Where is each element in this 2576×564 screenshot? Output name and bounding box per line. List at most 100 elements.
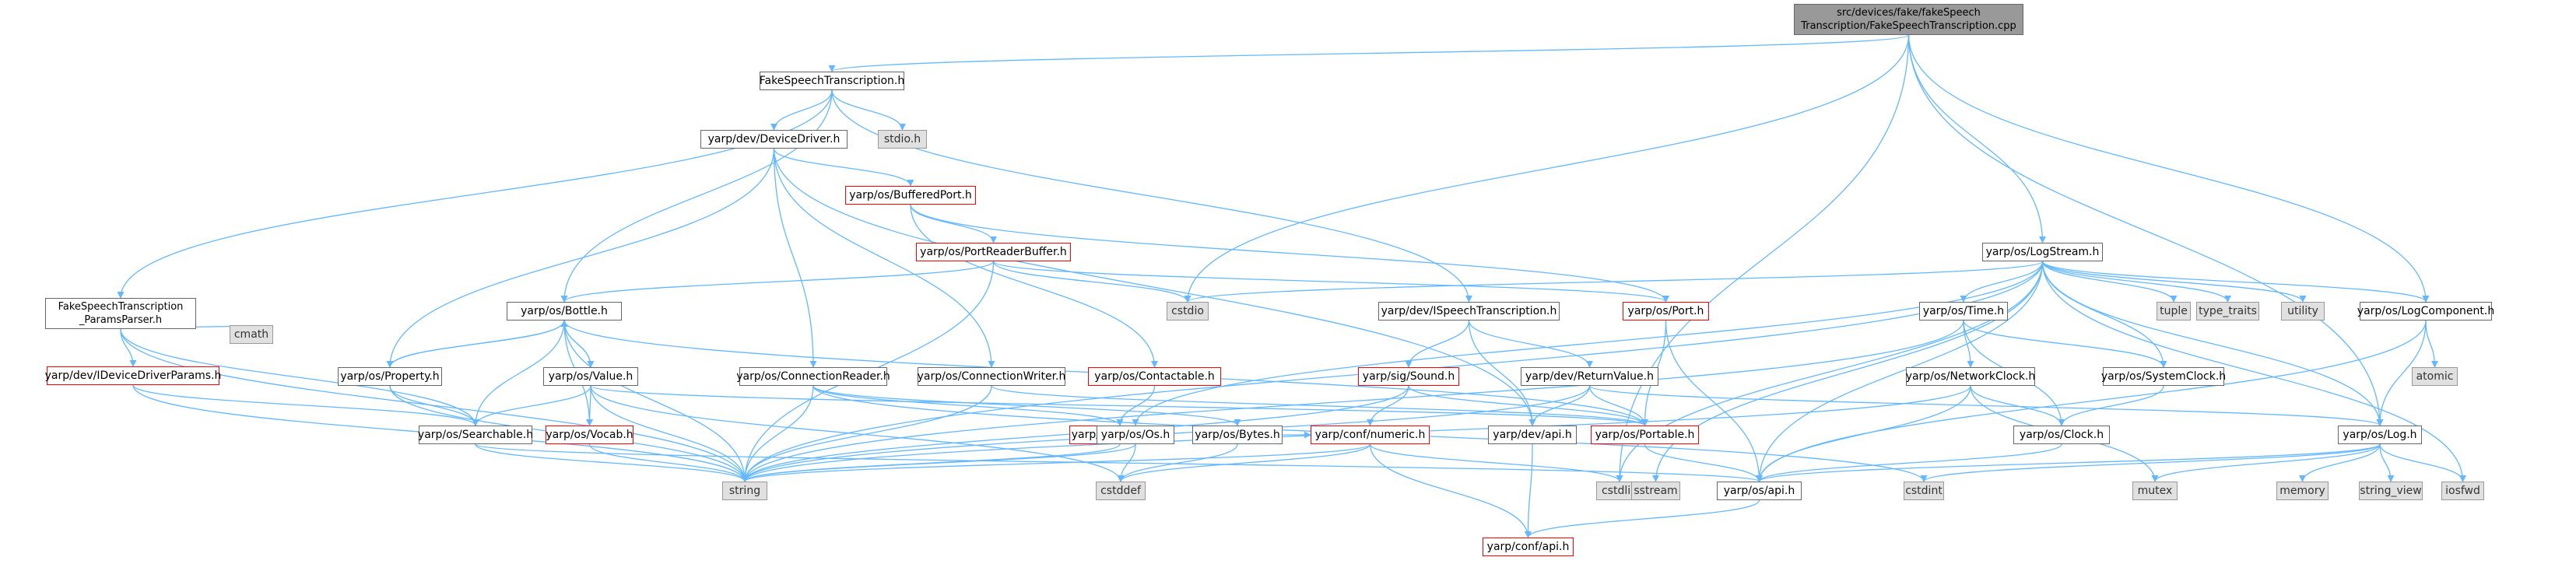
node-bufferedport[interactable]: yarp/os/BufferedPort.h (845, 186, 976, 205)
node-logstream[interactable]: yarp/os/LogStream.h (1982, 243, 2103, 261)
node-mutex[interactable]: mutex (2132, 482, 2178, 500)
edge-root-to-logcomponent (1907, 34, 2430, 303)
node-value[interactable]: yarp/os/Value.h (543, 367, 638, 386)
edge-fst_h-to-fst_parser (117, 89, 833, 299)
edge-log-to-mutex (2151, 443, 2381, 482)
node-log[interactable]: yarp/os/Log.h (2338, 426, 2422, 444)
edge-portreaderbuffer-to-bottle (560, 261, 995, 303)
node-string-view[interactable]: string_view (2359, 482, 2423, 500)
edge-logstream-to-type_traits (2041, 261, 2231, 303)
node-returnvalue[interactable]: yarp/dev/ReturnValue.h (1521, 367, 1658, 386)
node-tuple[interactable]: tuple (2157, 302, 2191, 321)
edge-devicedriver-to-bufferedport (773, 148, 914, 187)
node-portreaderbuffer[interactable]: yarp/os/PortReaderBuffer.h (916, 243, 1071, 261)
edge-portreaderbuffer-to-port (992, 261, 1669, 303)
edge-fst_h-to-stdio_h (831, 89, 907, 131)
node-cstddef[interactable]: cstddef (1096, 482, 1146, 500)
edge-fst_h-to-devicedriver (770, 89, 833, 131)
edge-time_h-to-string (741, 320, 1964, 482)
edge-bufferedport-to-portreaderbuffer (910, 204, 998, 243)
edge-clock-to-osapi (1756, 443, 2062, 482)
node-clock[interactable]: yarp/os/Clock.h (2013, 426, 2110, 444)
node-logcomponent[interactable]: yarp/os/LogComponent.h (2357, 302, 2494, 321)
edge-devicedriver-to-connwriter (773, 148, 995, 368)
edge-networkclock-to-clock (1970, 385, 2065, 426)
node-devicedriver[interactable]: yarp/dev/DeviceDriver.h (700, 130, 848, 149)
node-memory[interactable]: memory (2276, 482, 2329, 500)
node-type-traits[interactable]: type_traits (2196, 302, 2259, 321)
edge-ispeech-to-returnvalue (1468, 320, 1594, 368)
node-sstream[interactable]: sstream (1631, 482, 1680, 500)
node-cstdio[interactable]: cstdio (1167, 302, 1209, 321)
edge-os_h-to-string (741, 443, 1136, 482)
edge-bytes-to-cstddef (1117, 443, 1238, 482)
node-os-h[interactable]: yarp/os/Os.h (1097, 426, 1174, 444)
edge-value-to-bottle (560, 320, 591, 368)
node-contactable[interactable]: yarp/os/Contactable.h (1088, 367, 1221, 386)
node-confapi[interactable]: yarp/conf/api.h (1483, 538, 1574, 556)
edge-logstream-to-log (2041, 261, 2384, 426)
edge-logcomponent-to-atomic (2425, 320, 2439, 368)
edge-root-to-log (1907, 34, 2384, 426)
node-utility[interactable]: utility (2281, 302, 2325, 321)
node-sound[interactable]: yarp/sig/Sound.h (1358, 367, 1459, 386)
edge-vocab-to-string (588, 443, 749, 482)
node-fst-h[interactable]: FakeSpeechTranscription.h (760, 72, 904, 90)
node-connwriter[interactable]: yarp/os/ConnectionWriter.h (918, 367, 1065, 386)
node-numeric[interactable]: yarp/conf/numeric.h (1311, 426, 1430, 444)
edge-connwriter-to-portable (991, 385, 1648, 426)
edge-numeric-to-string (741, 443, 1371, 482)
node-vocab[interactable]: yarp/os/Vocab.h (546, 426, 633, 444)
node-time-h[interactable]: yarp/os/Time.h (1919, 302, 2008, 321)
node-systemclock[interactable]: yarp/os/SystemClock.h (2101, 367, 2226, 386)
node-devapi[interactable]: yarp/dev/api.h (1488, 426, 1577, 444)
edge-logstream-to-tuple (2041, 261, 2178, 303)
node-property[interactable]: yarp/os/Property.h (338, 367, 442, 386)
node-ispeech[interactable]: yarp/dev/ISpeechTranscription.h (1378, 302, 1560, 321)
edge-bottle-to-searchable (472, 320, 565, 426)
node-iosfwd[interactable]: iosfwd (2441, 482, 2484, 500)
edge-log-to-string_view (2379, 443, 2395, 482)
edge-devicedriver-to-devapi (773, 148, 1536, 426)
edge-connreader-to-string (741, 385, 814, 482)
edge-ispeech-to-sound (1405, 320, 1470, 368)
edge-root-to-fst_h (828, 34, 1910, 72)
edge-systemclock-to-clock (2058, 385, 2164, 426)
node-portable[interactable]: yarp/os/Portable.h (1591, 426, 1699, 444)
edge-logstream-to-os_h (1132, 261, 2044, 426)
node-bytes[interactable]: yarp/os/Bytes.h (1192, 426, 1283, 444)
edge-returnvalue-to-log (1588, 385, 2384, 426)
node-bottle[interactable]: yarp/os/Bottle.h (507, 302, 622, 321)
edge-value-to-searchable (472, 385, 591, 426)
node-connreader[interactable]: yarp/os/ConnectionReader.h (736, 367, 890, 386)
node-osapi[interactable]: yarp/os/api.h (1717, 482, 1802, 500)
edge-logstream-to-iosfwd (2041, 261, 2467, 482)
node-cstdint[interactable]: cstdint (1904, 482, 1944, 500)
node-port[interactable]: yarp/os/Port.h (1623, 302, 1709, 321)
node-searchable[interactable]: yarp/os/Searchable.h (418, 426, 533, 444)
edge-time_h-to-systemclock (1963, 320, 2167, 368)
edge-logstream-to-time_h (1960, 261, 2044, 303)
node-cmath[interactable]: cmath (230, 325, 273, 344)
edge-fst_h-to-bottle (560, 89, 833, 303)
edge-logstream-to-osapi (1755, 261, 2044, 482)
node-ideviceparams[interactable]: yarp/dev/IDeviceDriverParams.h (45, 366, 221, 385)
edge-numeric-to-cstddef (1117, 443, 1371, 482)
node-stdio-h[interactable]: stdio.h (878, 130, 927, 149)
edge-connwriter-to-string (741, 385, 992, 482)
edge-port-to-osapi (1665, 320, 1764, 482)
edge-numeric-to-confapi (1369, 443, 1532, 538)
node-networkclock[interactable]: yarp/os/NetworkClock.h (1906, 367, 2035, 386)
node-string[interactable]: string (722, 482, 767, 500)
edge-root-to-cstdlib (1616, 34, 1910, 482)
edge-fst_h-to-ispeech (831, 89, 1473, 303)
edge-bufferedport-to-port (910, 204, 1669, 303)
node-atomic[interactable]: atomic (2412, 367, 2458, 386)
edge-root-to-logstream (1907, 34, 2047, 243)
edge-logstream-to-cstdio (1184, 261, 2044, 303)
edge-sound-to-portable (1408, 385, 1648, 426)
edge-logcomponent-to-log (2376, 320, 2427, 426)
edge-returnvalue-to-devapi (1528, 385, 1591, 426)
node-fst-parser[interactable]: FakeSpeechTranscription _ParamsParser.h (45, 298, 196, 329)
edge-value-to-portable (590, 385, 1648, 426)
